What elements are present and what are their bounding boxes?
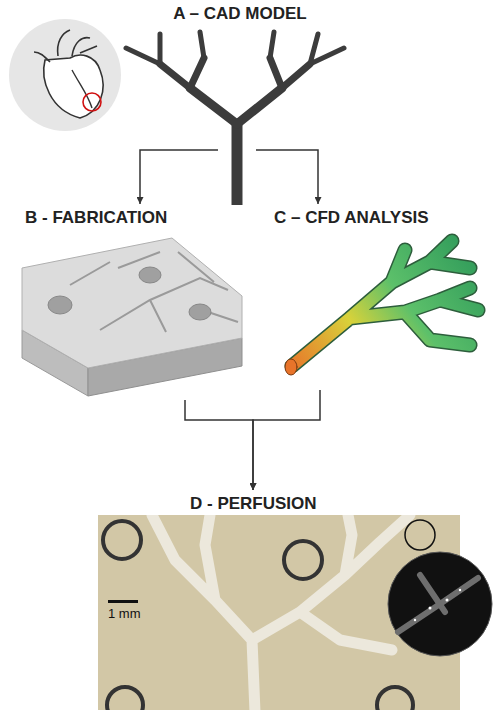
port-ring — [377, 687, 413, 710]
fabricated-block — [22, 238, 242, 396]
tree-trunk — [232, 122, 243, 205]
cfd-inlet — [285, 359, 297, 375]
heart-outline — [44, 55, 103, 118]
cfd-outline — [292, 241, 478, 366]
block-top — [22, 238, 242, 368]
cad-tree — [126, 32, 344, 205]
panel-heading: A – CAD MODEL — [173, 4, 307, 24]
panel: D - PERFUSION — [95, 490, 465, 712]
tree-branch — [126, 32, 344, 64]
panel-heading: B - FABRICATION — [25, 208, 167, 228]
highlight-circle — [83, 93, 101, 111]
port-ring — [284, 541, 322, 579]
block-hole — [139, 267, 161, 283]
inset-ground — [388, 552, 492, 656]
inset-dot — [414, 619, 416, 621]
heart-vessels — [34, 30, 97, 62]
heart-icon — [9, 19, 121, 131]
port-ring — [107, 687, 143, 710]
block-hole — [189, 304, 211, 320]
block-channel — [70, 252, 238, 332]
cfd-flow — [292, 241, 478, 366]
inset-dot — [459, 589, 461, 591]
inset-vessel — [398, 575, 478, 632]
panel-heading: D - PERFUSION — [190, 494, 317, 514]
flow-arrow — [253, 390, 320, 490]
flow-arrow — [256, 150, 318, 204]
panel: C – CFD ANALYSIS — [262, 204, 492, 390]
panel: A – CAD MODEL — [120, 0, 360, 150]
coronary-line — [72, 70, 92, 108]
port-ring — [103, 521, 141, 559]
zoom-circle — [405, 520, 435, 550]
icon-circle — [9, 19, 121, 131]
flow-arrow — [140, 150, 218, 204]
flow-arrow — [185, 400, 253, 490]
scale-label: 1 mm — [108, 606, 141, 622]
cfd-tree — [285, 241, 478, 375]
tree-branch — [160, 58, 310, 88]
zoom-inset — [388, 552, 492, 656]
panel: B - FABRICATION — [15, 204, 247, 400]
inset-dot — [429, 607, 432, 610]
inset-dot — [446, 599, 449, 602]
panel-heading: C – CFD ANALYSIS — [274, 208, 429, 228]
scale-bar — [108, 600, 138, 603]
perfused-vessel — [152, 515, 410, 710]
tree-branch — [190, 88, 282, 124]
block-hole — [48, 296, 72, 314]
